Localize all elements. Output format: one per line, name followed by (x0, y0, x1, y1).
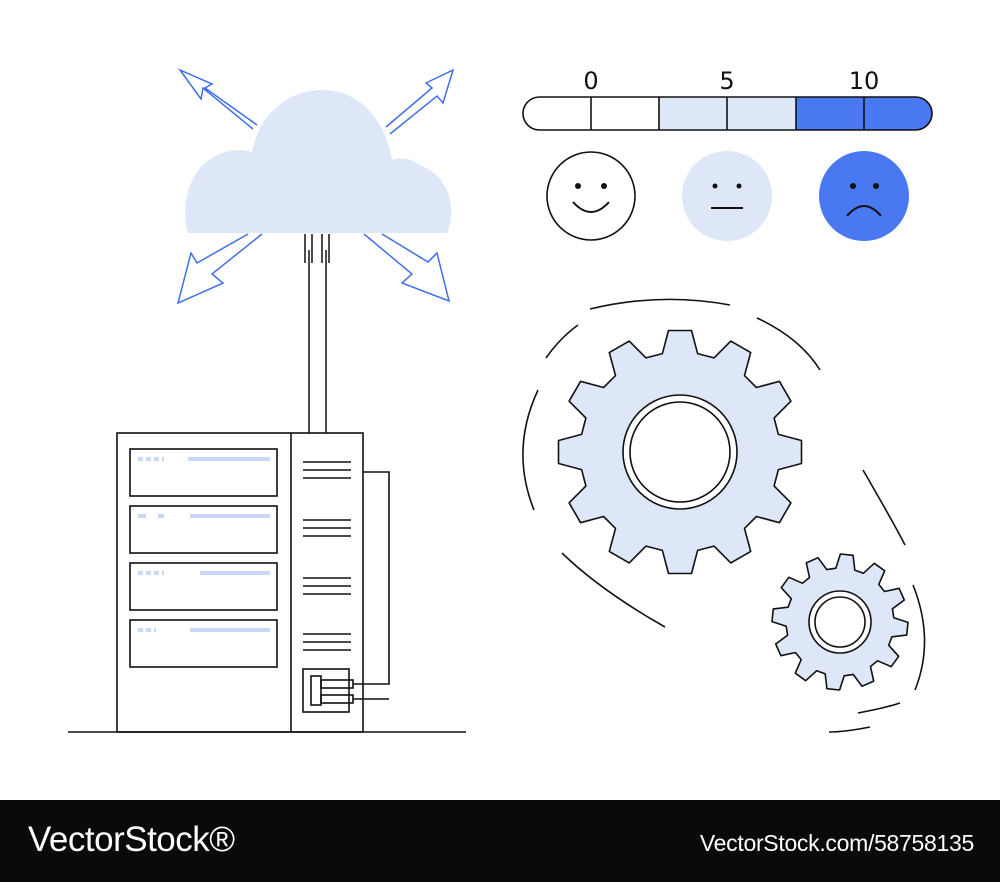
cloud-icon (185, 90, 452, 233)
scale-tick-label: 5 (719, 67, 734, 95)
server-rack-icon (68, 432, 466, 733)
cloud-group (176, 68, 455, 433)
arrow-up-right-icon (385, 68, 455, 135)
arrow-down-right-icon (363, 233, 451, 303)
arrow-up-left-icon (177, 68, 258, 130)
server-drawer (129, 505, 278, 554)
watermark-brand: VectorStock® (28, 820, 235, 859)
rating-scale: 0 5 10 (522, 67, 933, 241)
server-drawer (129, 448, 278, 497)
gears-group (522, 298, 926, 733)
scale-tick-label: 0 (583, 67, 598, 95)
server-drawer (129, 619, 278, 668)
watermark-credit: VectorStock.com/58758135 (699, 830, 974, 856)
watermark-bar: VectorStock® VectorStock.com/58758135 (0, 800, 1000, 882)
happy-face-icon (546, 151, 636, 241)
cloud-cable (304, 234, 330, 433)
illustration: 0 5 10 (68, 67, 933, 733)
neutral-face-icon (682, 151, 772, 241)
sad-face-icon (819, 151, 909, 241)
power-plug-icon (302, 471, 390, 713)
arrow-down-left-icon (176, 233, 263, 305)
scale-tick-label: 10 (849, 67, 880, 95)
server-drawer (129, 562, 278, 611)
motion-arcs (522, 298, 926, 733)
